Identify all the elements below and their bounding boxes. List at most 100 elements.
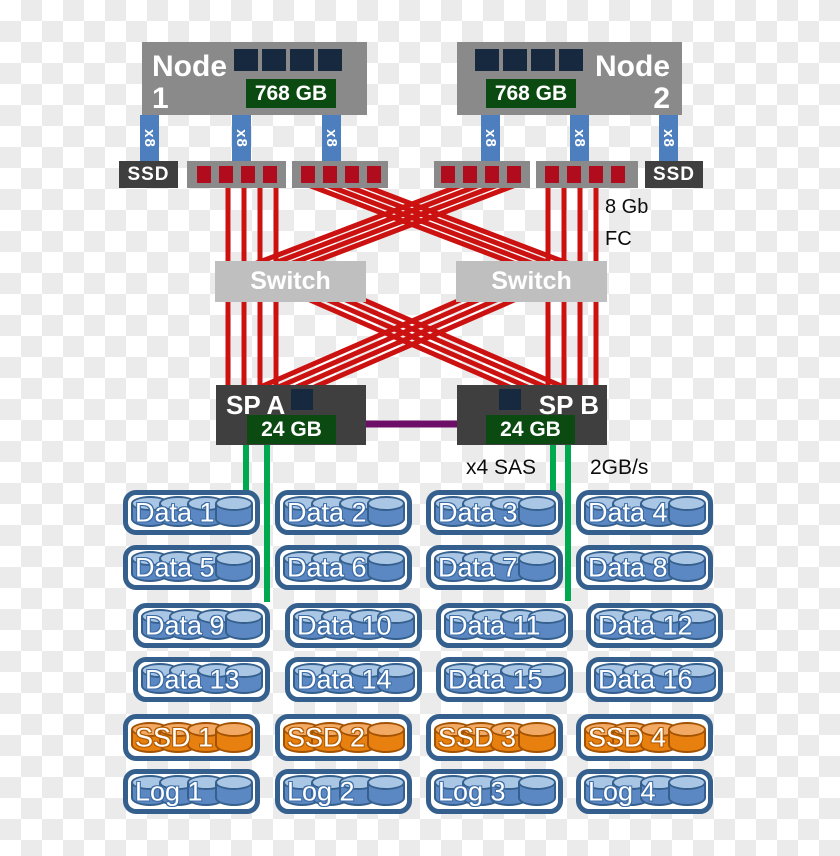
- disk-cylinder: [678, 609, 716, 640]
- fc-link: [320, 180, 540, 269]
- disk-cylinder: [367, 722, 405, 753]
- dimm-chip: [262, 49, 286, 71]
- ssd-disk-group: SSD 3: [426, 714, 563, 761]
- pcie-x8-connector: x8: [570, 115, 589, 162]
- dimm-chip: [290, 49, 314, 71]
- fc-port: [589, 166, 603, 183]
- ssd-disk-group: SSD 4: [576, 714, 713, 761]
- fc-port: [441, 166, 455, 183]
- disk-cylinder: [225, 663, 263, 694]
- pcie-x8-connector: x8: [232, 115, 251, 162]
- fc-port-group: [545, 166, 625, 183]
- disk-group-label: Data 8: [588, 552, 668, 582]
- disk-group-label: SSD 2: [287, 722, 366, 752]
- dimm-chip: [559, 49, 583, 71]
- ssd-disk-group: SSD 1: [123, 714, 260, 761]
- data-disk-group: Data 11: [436, 603, 573, 648]
- disk-cylinder: [377, 663, 415, 694]
- disk-group-label: Data 4: [588, 497, 668, 527]
- disk-group-label: Data 2: [287, 497, 367, 527]
- sp-b-box: SP B 24 GB: [457, 385, 607, 445]
- disk-cylinder: [518, 722, 556, 753]
- fc-port: [463, 166, 477, 183]
- data-disk-group: Data 10: [285, 603, 422, 648]
- port-bar-divider: [286, 161, 292, 188]
- node-2-number: 2: [653, 82, 670, 115]
- disk-group-label: Data 12: [598, 610, 693, 640]
- disk-group-label: SSD 3: [438, 722, 517, 752]
- node-1-fc-port-bar: [187, 161, 388, 188]
- pcie-x8-connector: x8: [140, 115, 159, 162]
- dimm-chip: [475, 49, 499, 71]
- fc-link: [338, 180, 558, 269]
- fc-port-group: [441, 166, 521, 183]
- disk-group-label: Data 15: [448, 664, 543, 694]
- dimm-chip: [503, 49, 527, 71]
- log-disk-group: Log 4: [576, 769, 713, 814]
- sas-speed-note: 2GB/s: [590, 456, 649, 479]
- node-1-box: Node 1 768 GB: [142, 42, 367, 115]
- node-2-memory-badge: 768 GB: [486, 79, 576, 108]
- fc-link: [266, 294, 486, 395]
- disk-cylinder: [518, 496, 556, 527]
- disk-cylinder: [367, 551, 405, 582]
- fc-switch-right: Switch: [456, 261, 607, 302]
- node-2-box: Node 2 768 GB: [457, 42, 682, 115]
- log-disk-group: Log 3: [426, 769, 563, 814]
- data-disk-group: Data 13: [133, 657, 270, 702]
- fc-link: [284, 294, 504, 395]
- disk-cylinder: [668, 722, 706, 753]
- data-disk-group: Data 12: [586, 603, 723, 648]
- pcie-x8-connector: x8: [322, 115, 341, 162]
- fc-port: [219, 166, 233, 183]
- node-2-fc-port-bar: [434, 161, 638, 188]
- pcie-x8-label: x8: [141, 129, 158, 148]
- pcie-x8-connector: x8: [659, 115, 678, 162]
- disk-cylinder: [678, 663, 716, 694]
- fc-link: [320, 294, 540, 395]
- dimm-chip: [318, 49, 342, 71]
- fc-port: [507, 166, 521, 183]
- fc-switch-left: Switch: [215, 261, 366, 302]
- disk-group-label: Data 3: [438, 497, 518, 527]
- disk-cylinder: [668, 551, 706, 582]
- disk-group-label: Data 13: [145, 664, 240, 694]
- disk-cylinder: [225, 609, 263, 640]
- node-1-ssd-cache: SSD: [119, 161, 178, 188]
- sas-width-note: x4 SAS: [466, 456, 537, 479]
- disk-cylinder: [528, 609, 566, 640]
- fc-link: [338, 294, 558, 395]
- disk-group-label: Log 1: [135, 776, 203, 806]
- fc-link: [248, 180, 468, 269]
- fc-port-group: [197, 166, 277, 183]
- pcie-x8-connector: x8: [481, 115, 500, 162]
- fc-link: [356, 180, 576, 269]
- ssd-disk-group: SSD 2: [275, 714, 412, 761]
- node-1-memory-badge: 768 GB: [246, 79, 336, 108]
- sp-b-module-chip: [499, 389, 521, 410]
- disk-cylinder: [668, 496, 706, 527]
- data-disk-group: Data 15: [436, 657, 573, 702]
- disk-group-label: Log 2: [287, 776, 355, 806]
- disk-cylinder: [518, 775, 556, 806]
- fc-link: [266, 180, 486, 269]
- sp-b-cache-badge: 24 GB: [486, 415, 575, 444]
- fc-port: [567, 166, 581, 183]
- fc-link: [248, 294, 468, 395]
- disk-group-label: Data 6: [287, 552, 367, 582]
- dimm-chip: [234, 49, 258, 71]
- disk-cylinder: [367, 775, 405, 806]
- fc-link: [356, 294, 576, 395]
- sp-a-label: SP A: [226, 390, 286, 420]
- pcie-x8-label: x8: [660, 129, 677, 148]
- disk-cylinder: [518, 551, 556, 582]
- disk-cylinder: [215, 551, 253, 582]
- pcie-x8-label: x8: [482, 129, 499, 148]
- fc-port-group: [301, 166, 381, 183]
- pcie-x8-label: x8: [233, 129, 250, 148]
- fc-link: [284, 180, 504, 269]
- data-disk-group: Data 1: [123, 490, 260, 535]
- node-1-number: 1: [152, 82, 169, 115]
- node-2-label: Node: [595, 50, 670, 83]
- fc-port: [545, 166, 559, 183]
